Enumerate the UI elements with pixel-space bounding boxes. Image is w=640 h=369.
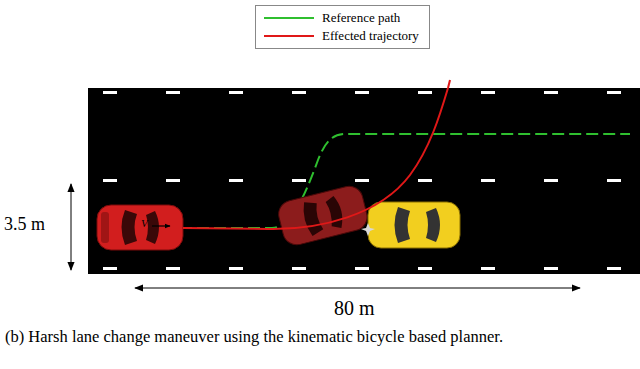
lane-dash: [607, 179, 621, 182]
dimension-label: 3.5 m: [4, 215, 45, 235]
lane-dash: [292, 267, 306, 270]
lane-dash: [229, 179, 243, 182]
lane-dash: [418, 91, 432, 94]
legend-row: Effected trajectory: [264, 27, 419, 45]
figure-caption: (b) Harsh lane change maneuver using the…: [5, 328, 503, 346]
lane-dash: [103, 91, 117, 94]
lane-dash: [418, 267, 432, 270]
legend-text: Reference path: [322, 10, 400, 26]
effected-trajectory: [183, 88, 448, 229]
road: [88, 88, 640, 274]
lane-dash: [292, 91, 306, 94]
lane-dash: [229, 267, 243, 270]
lane-dash: [355, 267, 369, 270]
lane-dash: [292, 179, 306, 182]
lane-dash: [607, 91, 621, 94]
legend-text: Effected trajectory: [322, 28, 419, 44]
legend-line-sample: [264, 31, 314, 41]
dimension-label: 80 m: [334, 297, 375, 319]
lane-dash: [355, 91, 369, 94]
lane-dash: [544, 179, 558, 182]
legend-box: Reference pathEffected trajectory: [255, 5, 430, 49]
legend-line-sample: [264, 13, 314, 23]
lane-dash: [166, 91, 180, 94]
collision-spark: [361, 223, 375, 236]
lane-dash: [103, 179, 117, 182]
obstacle-car: [368, 202, 460, 248]
lane-dash: [607, 267, 621, 270]
legend-row: Reference path: [264, 9, 419, 27]
lane-dash: [481, 179, 495, 182]
lane-dash: [355, 179, 369, 182]
lane-dash: [544, 267, 558, 270]
length-dimension: [135, 288, 580, 289]
velocity-symbol: V: [141, 218, 148, 229]
lane-width-dimension: [71, 184, 72, 270]
lane-dash: [103, 267, 117, 270]
lane-dash: [166, 179, 180, 182]
lane-dash: [166, 267, 180, 270]
lane-dash: [481, 267, 495, 270]
lane-dash: [481, 91, 495, 94]
lane-dash: [229, 91, 243, 94]
ego-car-later: [276, 183, 370, 247]
ego-car: [97, 205, 183, 250]
lane-dash: [418, 179, 432, 182]
lane-dash: [544, 91, 558, 94]
effected-trajectory-end: [448, 80, 450, 88]
